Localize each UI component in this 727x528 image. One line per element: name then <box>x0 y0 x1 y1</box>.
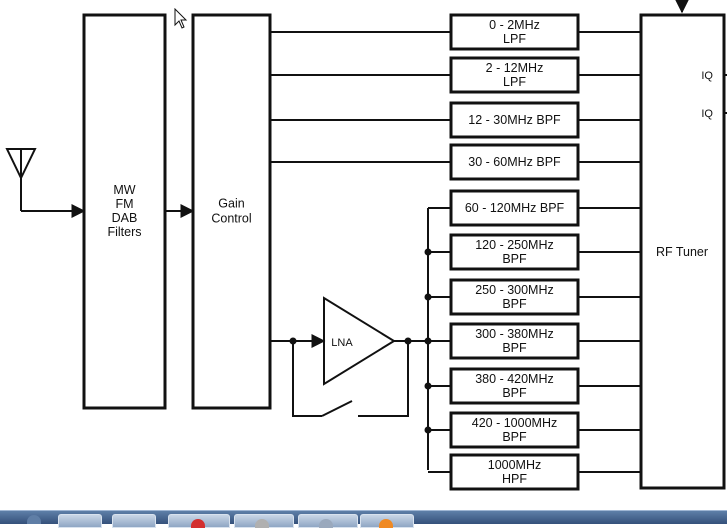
iq-output-label: IQ <box>701 70 713 82</box>
label-line: BPF <box>502 430 527 444</box>
label-line: BPF <box>502 386 527 400</box>
direct-filter-box: 12 - 30MHz BPF <box>270 101 641 139</box>
label-line: Filters <box>107 225 141 239</box>
chrome-icon[interactable] <box>168 514 230 528</box>
window-icon[interactable] <box>298 514 358 528</box>
label-line: Gain <box>218 197 244 211</box>
junction-dot <box>424 337 432 345</box>
junction-dot <box>424 382 432 390</box>
filter-label: 30 - 60MHz BPF <box>468 155 561 169</box>
junction-dot <box>424 293 432 301</box>
label-line: 30 - 60MHz BPF <box>468 155 561 169</box>
filter-label: 12 - 30MHz BPF <box>468 113 561 127</box>
label-line: 2 - 12MHz <box>486 61 544 75</box>
label-line: BPF <box>502 341 527 355</box>
label-line: BPF <box>502 297 527 311</box>
direct-filter-box: 30 - 60MHz BPF <box>270 143 641 181</box>
app-icon[interactable] <box>234 514 294 528</box>
label-line: 1000MHz <box>488 458 542 472</box>
junction-dot <box>424 426 432 434</box>
start-orb-icon[interactable] <box>27 515 41 524</box>
label-line: 250 - 300MHz <box>475 283 554 297</box>
label-line: 420 - 1000MHz <box>472 416 557 430</box>
media-icon[interactable] <box>112 514 156 528</box>
label-line: 0 - 2MHz <box>489 18 540 32</box>
label-line: 120 - 250MHz <box>475 238 554 252</box>
mouse-pointer-icon <box>174 8 188 29</box>
label-line: 300 - 380MHz <box>475 327 554 341</box>
label-line: LPF <box>503 75 526 89</box>
browser-icon[interactable] <box>360 514 414 528</box>
filter-label: 60 - 120MHz BPF <box>465 201 565 215</box>
label-line: 60 - 120MHz BPF <box>465 201 565 215</box>
iq-output-label: IQ <box>701 108 713 120</box>
label-line: FM <box>115 197 133 211</box>
label-line: MW <box>113 183 135 197</box>
junction-dot <box>424 248 432 256</box>
label-line: 12 - 30MHz BPF <box>468 113 561 127</box>
explorer-icon[interactable] <box>58 514 102 528</box>
rf-tuner-block: RF Tuner IQ IQ <box>639 0 727 490</box>
label-line: BPF <box>502 252 527 266</box>
label-line: DAB <box>112 211 138 225</box>
lna-filter-box: 60 - 120MHz BPF <box>428 189 641 227</box>
rf-tuner-label: RF Tuner <box>656 245 708 259</box>
antenna-icon <box>5 148 37 211</box>
label-line: Control <box>211 212 251 226</box>
lna-amplifier: LNA <box>323 296 396 386</box>
label-line: 380 - 420MHz <box>475 372 554 386</box>
label-line: LPF <box>503 32 526 46</box>
bypass-switch <box>292 341 409 417</box>
label-line: HPF <box>502 472 527 486</box>
lna-label: LNA <box>331 337 353 349</box>
windows-taskbar <box>0 510 727 528</box>
